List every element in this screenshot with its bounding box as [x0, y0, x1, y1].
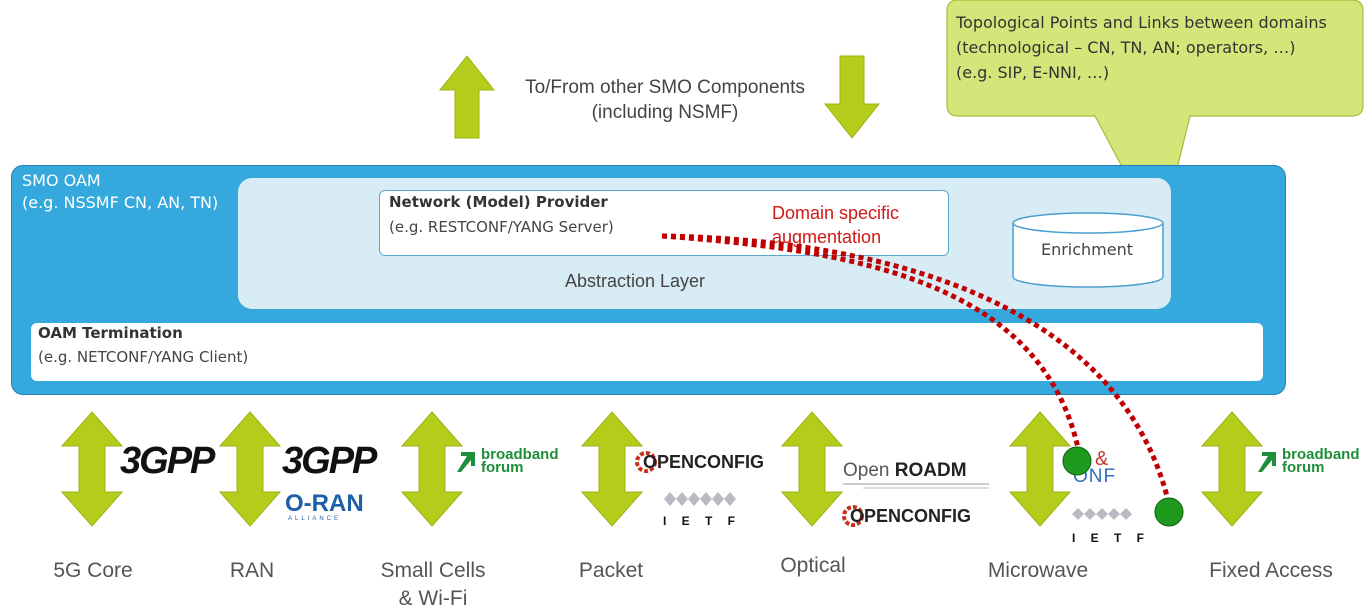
network-provider-box: [379, 190, 949, 256]
network-provider-subtitle: (e.g. RESTCONF/YANG Server): [389, 218, 614, 236]
enrichment-label: Enrichment: [1040, 240, 1134, 259]
broadband-forum-line-2: forum: [481, 459, 524, 476]
double-arrow-icon: [400, 411, 464, 527]
openconfig-text: OPENCONFIG: [850, 506, 972, 526]
augmentation-path-fixed: [661, 233, 1171, 501]
double-arrow-icon: [218, 411, 282, 527]
ietf-text: I E T F: [663, 514, 741, 528]
openconfig-gear-icon: [842, 505, 864, 527]
ietf-pattern-icon: [664, 492, 736, 506]
domain-label-line: Optical: [780, 554, 846, 577]
smo-oam-title-line-2: (e.g. NSSMF CN, AN, TN): [22, 193, 219, 212]
smo-components-line-2: (including NSMF): [591, 102, 739, 123]
oran-alliance-text: ALLIANCE: [288, 516, 342, 522]
domain-label-small-cells: Small Cells & Wi-Fi: [353, 557, 513, 613]
double-arrow-icon: [60, 411, 124, 527]
endpoint-microwave-dot: [1062, 446, 1092, 476]
domain-label-line-2: & Wi-Fi: [398, 587, 468, 610]
network-provider-title: Network (Model) Provider: [389, 193, 608, 211]
domain-label-5g-core: 5G Core: [13, 557, 173, 585]
double-arrow-icon: [580, 411, 644, 527]
openconfig-text: OPENCONFIG: [643, 452, 765, 472]
augmentation-line-2: augmentation: [772, 227, 882, 247]
broadband-forum-arrow-icon: [1258, 452, 1276, 472]
smo-oam-title: SMO OAM (e.g. NSSMF CN, AN, TN): [22, 170, 218, 214]
double-arrow-icon: [1008, 411, 1072, 527]
open-roadm-underline: [843, 483, 989, 489]
oran-logo: O-RAN: [285, 490, 364, 518]
up-arrow-icon: [438, 55, 496, 139]
oam-termination-subtitle: (e.g. NETCONF/YANG Client): [38, 348, 249, 366]
broadband-forum-line-1: broadband: [481, 446, 559, 463]
enrichment-database-icon: [1012, 212, 1164, 288]
endpoint-fixed-dot: [1154, 497, 1184, 527]
domain-label-packet: Packet: [531, 557, 691, 585]
domain-label-fixed-access: Fixed Access: [1191, 557, 1351, 585]
callout-line-2: (technological – CN, TN, AN; operators, …: [956, 38, 1296, 57]
down-arrow-icon: [823, 55, 881, 139]
open-roadm-open: Open: [843, 460, 890, 481]
ietf-pattern-icon: [1072, 508, 1132, 520]
open-roadm-logo: Open ROADM: [843, 460, 967, 482]
domain-label-line: 5G Core: [53, 559, 133, 582]
domain-label-line: Microwave: [987, 559, 1089, 582]
oam-termination-box: [31, 323, 1263, 381]
onf-ampersand: &: [1095, 448, 1109, 470]
smo-components-label: To/From other SMO Components (including …: [480, 75, 850, 125]
augmentation-line-1: Domain specific: [772, 203, 900, 223]
domain-label-line: Small Cells: [380, 559, 486, 582]
domain-augmentation-label: Domain specific augmentation: [772, 201, 899, 249]
callout-line-3: (e.g. SIP, E-NNI, …): [956, 63, 1110, 82]
broadband-forum-line-1: broadband: [1282, 446, 1360, 463]
augmentation-path-microwave: [661, 233, 1081, 449]
broadband-forum-arrow-icon: [457, 452, 475, 472]
domain-label-line: RAN: [229, 559, 275, 582]
callout-line-1: Topological Points and Links between dom…: [956, 13, 1327, 32]
open-roadm-roadm: ROADM: [894, 460, 967, 481]
openconfig-gear-icon: [635, 451, 657, 473]
oam-termination-title: OAM Termination: [38, 324, 183, 342]
domain-label-optical: Optical: [733, 552, 893, 580]
domain-label-ran: RAN: [172, 557, 332, 585]
smo-components-line-1: To/From other SMO Components: [525, 77, 805, 98]
callout-text: Topological Points and Links between dom…: [956, 10, 1356, 85]
3gpp-logo: 3GPP: [120, 440, 215, 482]
domain-label-line: Packet: [578, 559, 644, 582]
double-arrow-icon: [780, 411, 844, 527]
domain-label-line: Fixed Access: [1209, 559, 1333, 582]
oran-logo-text: O-RAN: [285, 490, 364, 517]
domain-label-microwave: Microwave: [958, 557, 1118, 585]
broadband-forum-line-2: forum: [1282, 459, 1325, 476]
3gpp-logo: 3GPP: [282, 440, 377, 482]
double-arrow-icon: [1200, 411, 1264, 527]
smo-oam-title-line-1: SMO OAM: [22, 171, 101, 190]
abstraction-layer-label: Abstraction Layer: [564, 271, 706, 291]
ietf-text: I E T F: [1072, 531, 1150, 545]
